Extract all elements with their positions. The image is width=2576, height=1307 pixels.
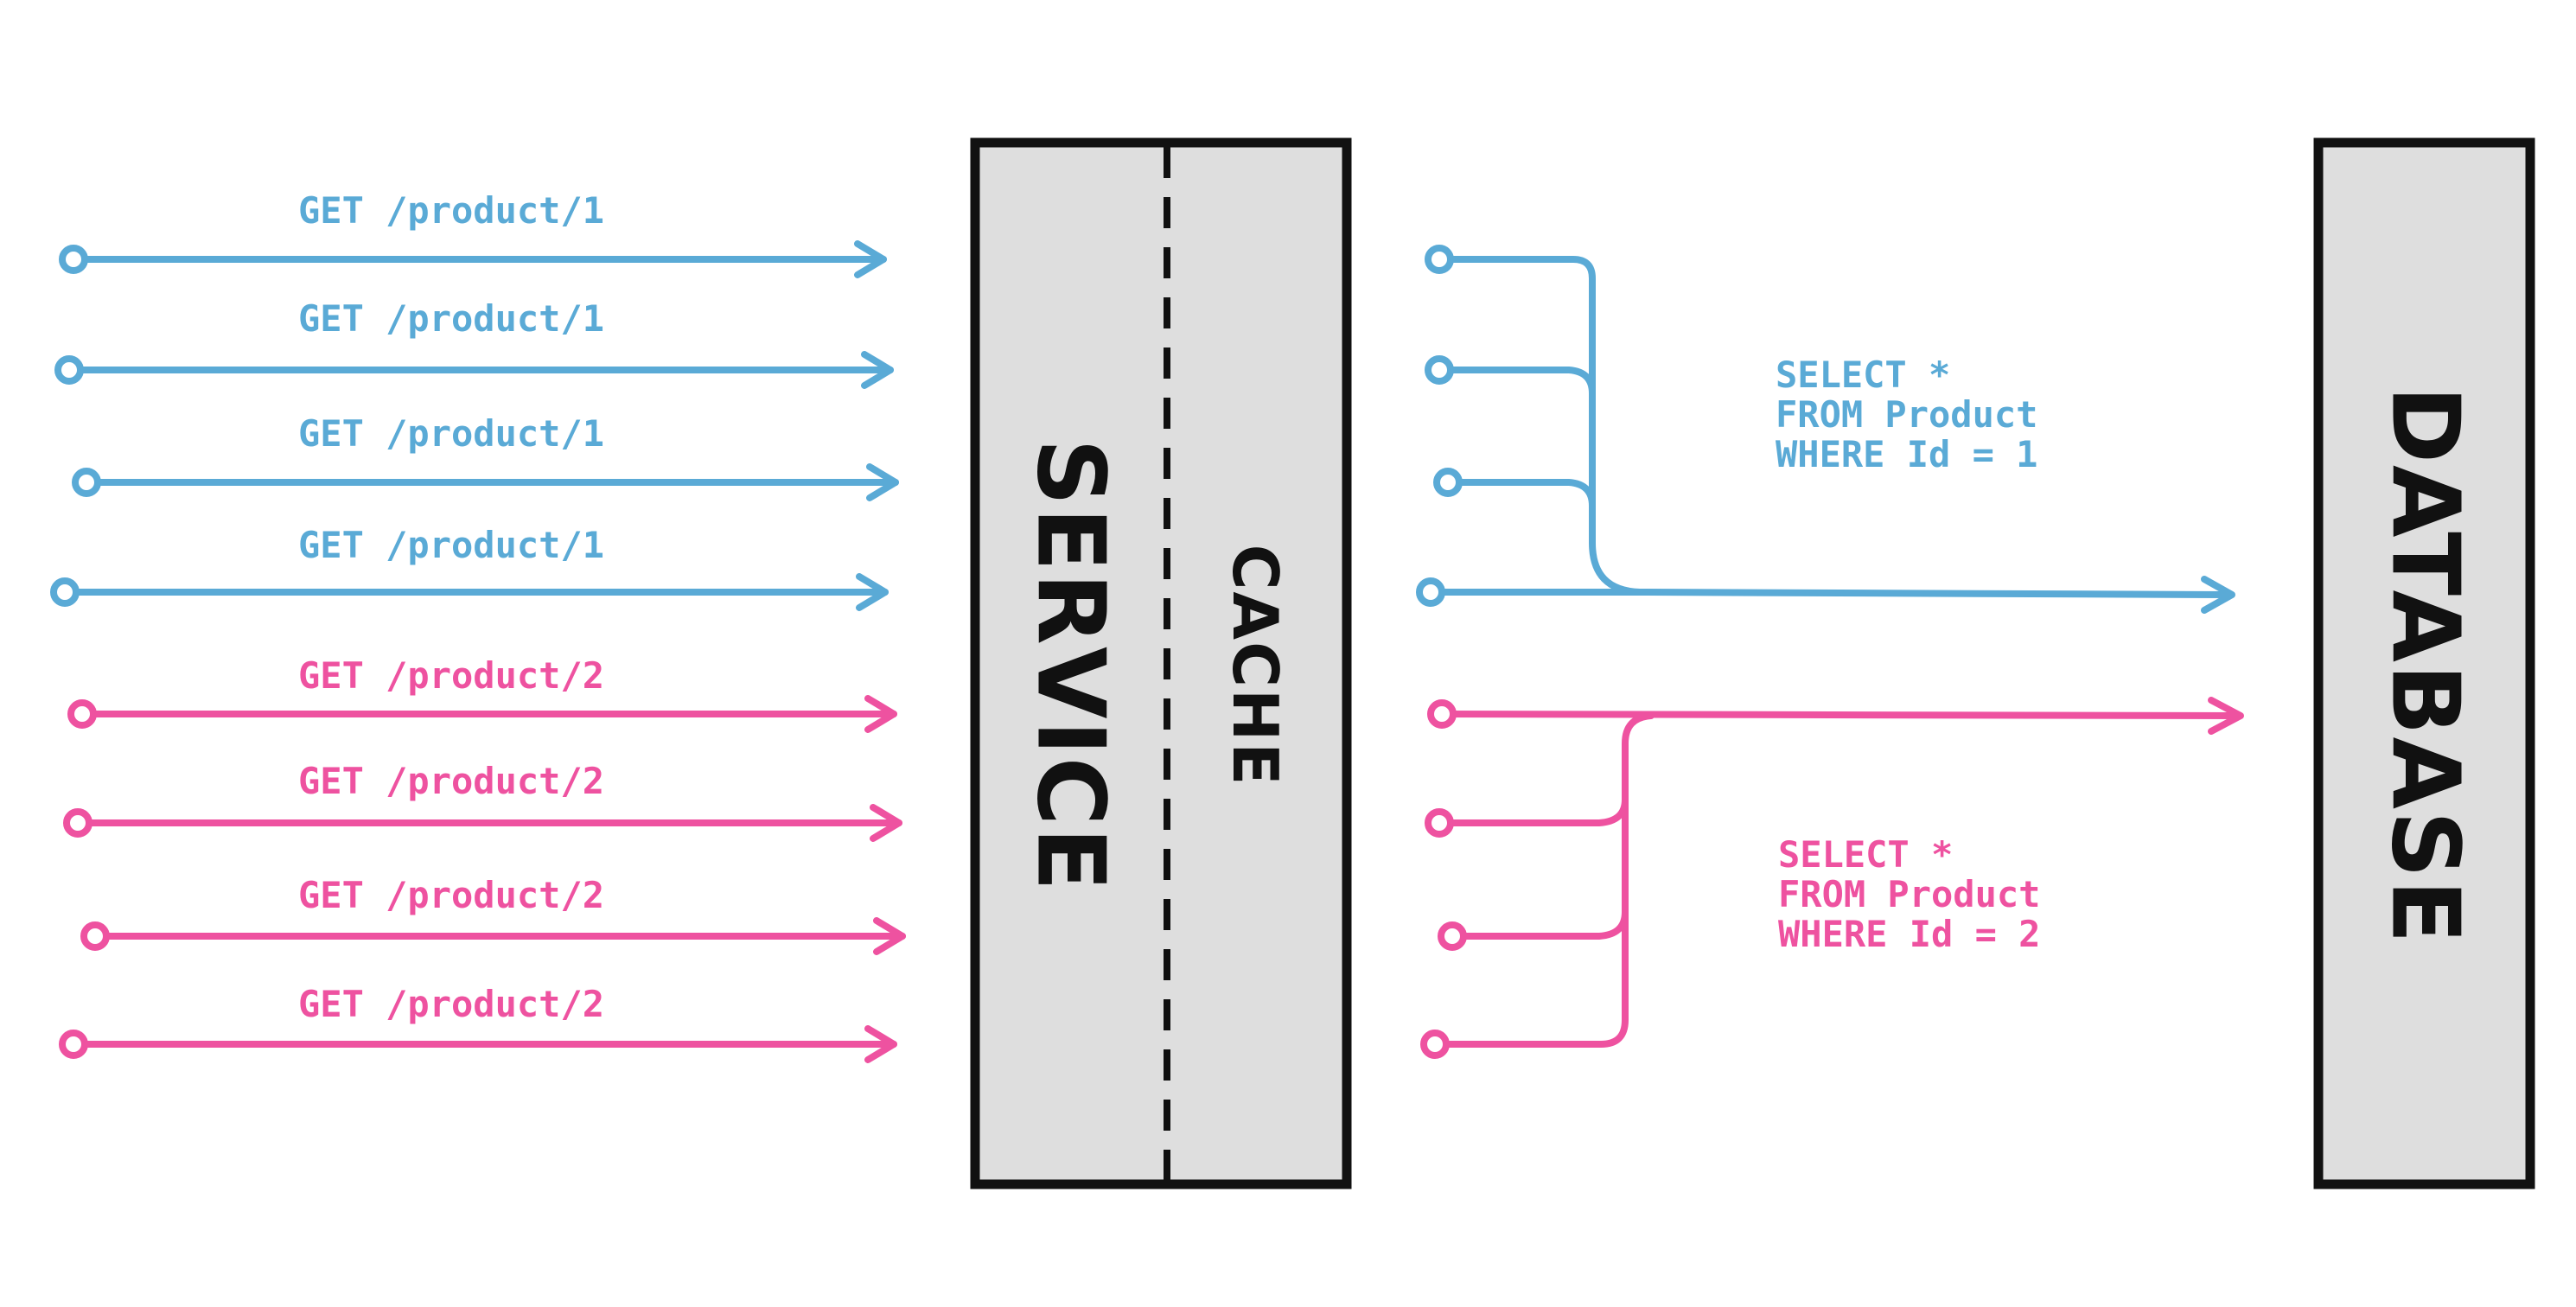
service-box (970, 137, 1352, 1189)
arrow-head (870, 804, 902, 842)
request-label: GET /product/1 (298, 412, 605, 455)
arrow-head (861, 351, 894, 389)
request-branch-line (1438, 796, 1629, 826)
arrow-head (873, 917, 906, 955)
request-label: GET /product/1 (298, 524, 605, 566)
request-label: GET /product/2 (298, 983, 605, 1025)
query-branch-trunk (1438, 712, 1655, 1048)
request-origin-circle (67, 699, 97, 729)
database-label: DATABASE (2370, 386, 2479, 946)
request-label: GET /product/1 (298, 297, 605, 340)
database-queries (1416, 245, 2244, 1059)
service-label: SERVICE (1016, 438, 1125, 893)
database-box (2313, 137, 2535, 1189)
sql-query-product-2: SELECT * FROM Product WHERE Id = 2 (1778, 835, 2040, 954)
request-origin-circle (50, 577, 80, 607)
arrow-head (864, 695, 897, 733)
sql-line: WHERE Id = 2 (1778, 913, 2041, 955)
request-origin-circle (1425, 808, 1454, 838)
request-label: GET /product/2 (298, 874, 605, 916)
sql-line: FROM Product (1776, 393, 2038, 436)
request-origin-circle (80, 921, 110, 951)
request-origin-circle (1438, 921, 1467, 951)
sql-line: FROM Product (1778, 873, 2041, 915)
request-origin-circle (59, 1030, 88, 1059)
request-origin-circle (1416, 577, 1445, 607)
request-label: GET /product/2 (298, 760, 605, 802)
arrow-head (2201, 576, 2235, 614)
request-origin-circle (54, 355, 84, 385)
cache-label: CACHE (1219, 544, 1291, 787)
sql-line: SELECT * (1776, 354, 1951, 396)
incoming-requests (50, 240, 906, 1063)
request-origin-circle (1425, 245, 1454, 274)
request-origin-circle (59, 245, 88, 274)
request-branch-line (1444, 479, 1596, 509)
sql-line: SELECT * (1778, 833, 1954, 876)
request-origin-circle (1425, 355, 1454, 385)
arrow-head (856, 573, 889, 611)
request-origin-circle (72, 468, 101, 497)
request-origin-circle (1427, 699, 1457, 729)
request-origin-circle (1420, 1030, 1450, 1059)
arrow-head (864, 1025, 897, 1063)
request-label: GET /product/2 (298, 654, 605, 697)
arrow-head (2208, 697, 2244, 735)
request-origin-circle (1433, 468, 1463, 497)
request-branch-line (1436, 367, 1596, 397)
sql-query-product-1: SELECT * FROM Product WHERE Id = 1 (1776, 355, 2037, 475)
query-trunk-line (1438, 711, 2242, 719)
arrow-head (854, 240, 887, 278)
arrow-head (866, 463, 899, 501)
request-branch-line (1449, 909, 1629, 940)
request-origin-circle (63, 808, 92, 838)
sql-line: WHERE Id = 1 (1776, 433, 2038, 475)
request-label: GET /product/1 (298, 189, 605, 232)
